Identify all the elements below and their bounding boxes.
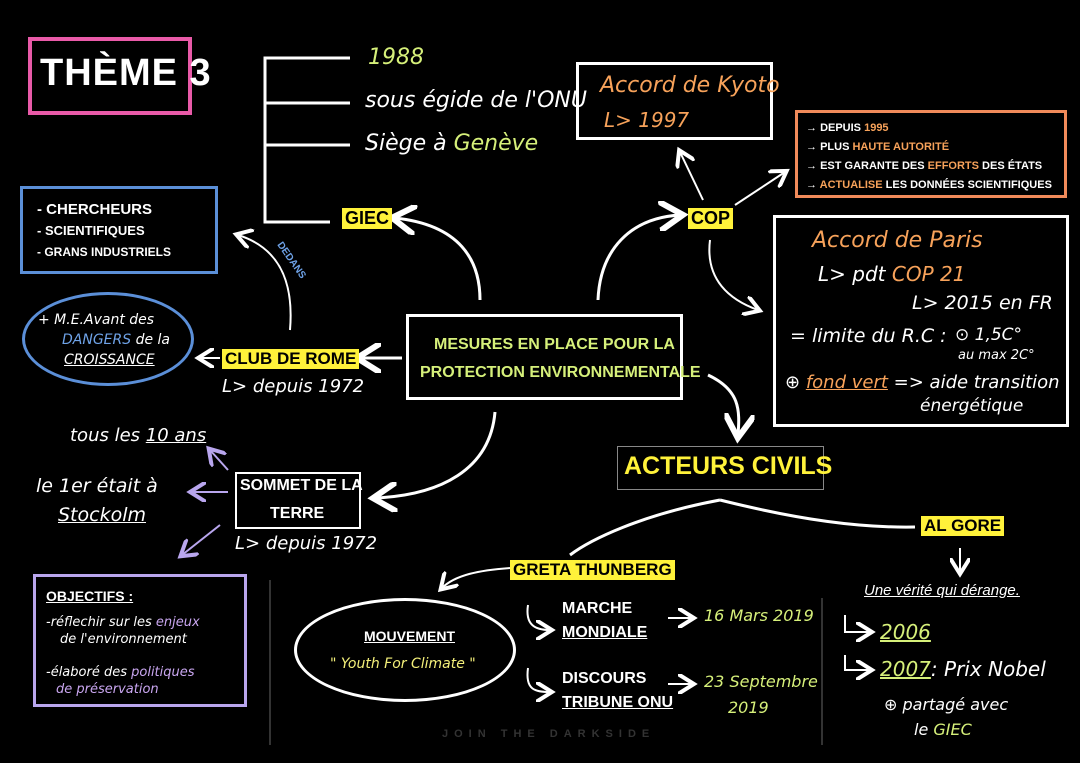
algore-2007: 2007: Prix Nobel: [880, 657, 1046, 681]
arrow-sommet-every: [210, 450, 229, 471]
marche-date: 16 Mars 2019: [704, 606, 814, 625]
discours-line2: TRIBUNE ONU: [562, 694, 674, 711]
club-report-l1: + M.E.Avant des: [38, 312, 155, 328]
algore-film: Une vérité qui dérange.: [864, 582, 1020, 599]
marche-line1: MARCHE: [562, 600, 633, 617]
cop-info-box: → DEPUIS 1995 → PLUS HAUTE AUTORITÉ → ES…: [795, 110, 1067, 198]
paris-line3: = limite du R.C :: [790, 325, 947, 347]
algore-label: AL GORE: [921, 516, 1005, 536]
algore-shared2: le GIEC: [914, 720, 972, 739]
acteurs-title: ACTEURS CIVILS: [624, 452, 833, 480]
sommet-first-a: le 1er était à: [36, 475, 158, 497]
acteurs-branches: [569, 498, 916, 557]
club-report-l2: DANGERS de la: [62, 332, 171, 348]
paris-title: Accord de Paris: [812, 228, 983, 253]
arrow-center-giec: [395, 218, 482, 301]
mouvement-ellipse: [294, 598, 516, 702]
paris-temp-max: au max 2C°: [958, 348, 1035, 363]
central-line2: PROTECTION ENVIRONNEMENTALE: [420, 364, 701, 381]
club-report-ellipse: [22, 292, 194, 386]
arrow-center-cop: [596, 215, 680, 301]
watermark: JOIN THE DARKSIDE: [442, 728, 656, 740]
paris-line2: L> 2015 en FR: [912, 292, 1053, 314]
algore-giec: GIEC: [933, 720, 972, 739]
marche-line2: MONDIALE: [562, 624, 648, 641]
sommet-every-years: 10 ans: [145, 425, 207, 446]
arrow-cop-kyoto: [680, 152, 704, 201]
cop-info-item: → ACTUALISE LES DONNÉES SCIENTIFIQUES: [806, 179, 1052, 191]
greta-label: GRETA THUNBERG: [510, 560, 675, 580]
arrow-2007: [844, 655, 870, 670]
cop-label: COP: [688, 208, 734, 229]
discours-date1: 23 Septembre: [704, 672, 818, 691]
sommet-since: L> depuis 1972: [235, 533, 378, 554]
club-report-dangers: DANGERS: [62, 332, 132, 348]
club-member: - CHERCHEURS: [37, 201, 153, 218]
objective-1: -réflechir sur les enjeux de l'environne…: [46, 615, 200, 647]
objectives-title: OBJECTIFS :: [46, 588, 134, 604]
giec-fact-seat: Siège à Genève: [365, 131, 538, 156]
algore-2006: 2006: [880, 620, 931, 644]
club-members-box: - CHERCHEURS - SCIENTIFIQUES - GRANS IND…: [20, 186, 218, 274]
paris-line1: L> pdt COP 21: [818, 262, 966, 286]
cop-info-item: → EST GARANTE DES EFFORTS DES ÉTATS: [806, 160, 1043, 172]
mouvement-title: MOUVEMENT: [364, 628, 455, 644]
paris-temp: ⊙ 1,5C°: [955, 325, 1023, 345]
arrow-greta-discours: [526, 667, 550, 692]
giec-fact-city: Genève: [453, 131, 539, 156]
club-report-croissance: CROISSANCE: [64, 352, 155, 368]
paris-box: [773, 215, 1069, 427]
central-box: [406, 314, 683, 400]
theme-title: THÈME 3: [40, 52, 212, 94]
paris-line4c: énergétique: [920, 396, 1024, 416]
kyoto-box: [576, 62, 773, 140]
arrow-cop-paris: [708, 239, 758, 310]
central-line1: MESURES EN PLACE POUR LA: [434, 336, 675, 353]
giec-bracket: [263, 56, 350, 224]
arrow-greta-mouvement: [442, 567, 511, 588]
acteurs-box: [617, 446, 824, 490]
arrow-cop-info: [734, 172, 785, 206]
giec-label: GIEC: [342, 208, 393, 229]
mouvement-youth: " Youth For Climate ": [330, 656, 476, 672]
kyoto-year: L> 1997: [604, 108, 690, 132]
sommet-line2: TERRE: [270, 505, 325, 522]
arrow-sommet-objectives: [182, 524, 221, 555]
cop-info-item: → PLUS HAUTE AUTORITÉ: [806, 141, 950, 153]
giec-fact-year: 1988: [368, 45, 424, 70]
sommet-every: tous les 10 ans: [70, 425, 207, 446]
cop-info-item: → DEPUIS 1995: [806, 122, 889, 134]
club-since: L> depuis 1972: [222, 376, 365, 397]
arrow-center-sommet: [376, 411, 497, 498]
kyoto-title: Accord de Kyoto: [600, 73, 780, 98]
paris-line4: ⊕ fond vert => aide transition: [785, 372, 1060, 393]
paris-cop21: COP 21: [891, 262, 966, 286]
arrow-greta-marche: [526, 604, 550, 630]
arrow-center-acteurs: [707, 373, 739, 435]
club-member: - SCIENTIFIQUES: [37, 223, 145, 238]
arrow-club-members: [238, 235, 292, 331]
giec-fact-onu: sous égide de l'ONU: [365, 88, 587, 113]
giec-fact-seat-label: Siège à: [365, 131, 447, 156]
arrow-2006: [844, 615, 870, 632]
discours-date2: 2019: [728, 698, 769, 717]
discours-line1: DISCOURS: [562, 670, 647, 687]
sommet-line1: SOMMET DE LA: [240, 477, 363, 494]
objectives-box: [33, 574, 247, 707]
club-label: CLUB DE ROME: [222, 349, 360, 369]
theme-title-box: [28, 37, 192, 115]
paris-fund: fond vert: [805, 372, 888, 393]
objective-2: -élaboré des politiques de préservation: [46, 665, 195, 697]
sommet-first-b: Stockolm: [58, 504, 146, 526]
club-member: - GRANS INDUSTRIELS: [37, 245, 172, 259]
algore-shared1: ⊕ partagé avec: [884, 695, 1009, 714]
sommet-box: [235, 472, 361, 529]
